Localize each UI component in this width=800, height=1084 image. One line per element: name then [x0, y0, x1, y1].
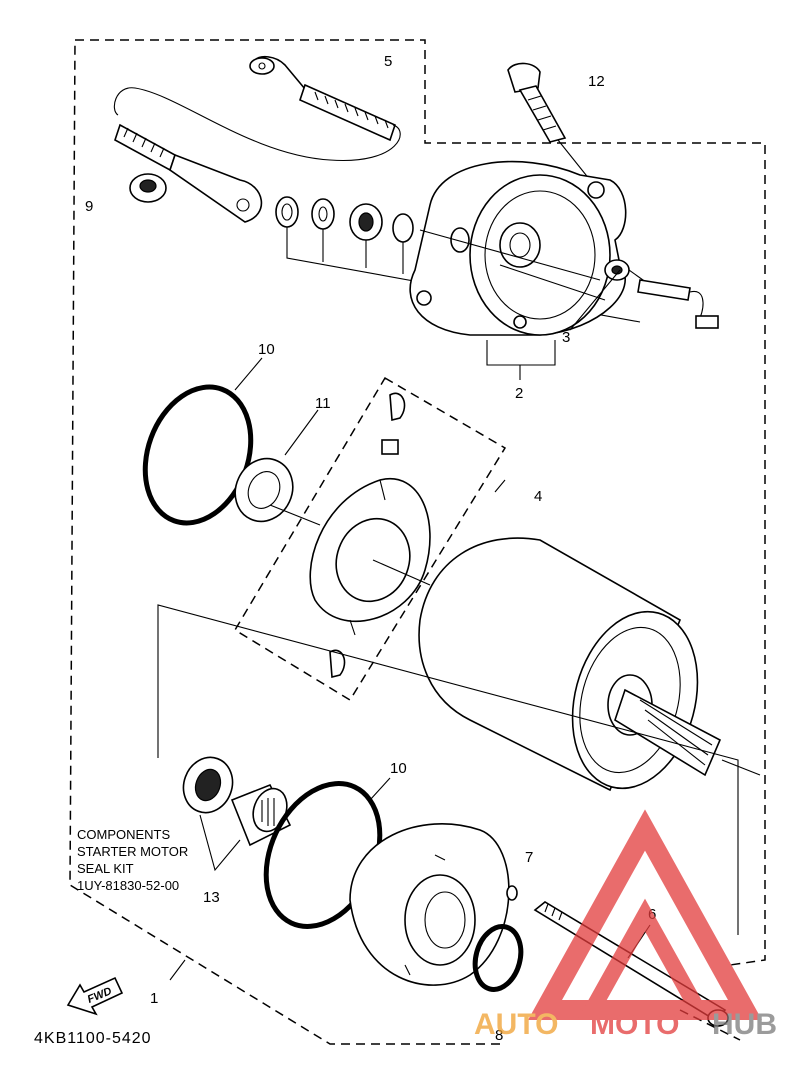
callout-10-upper: 10 — [258, 341, 275, 358]
note-line-3: SEAL KIT — [77, 861, 134, 876]
lower-group-boundary — [157, 604, 739, 935]
note-line-4: 1UY-81830-52-00 — [77, 878, 180, 893]
callout-13: 13 — [203, 889, 220, 906]
yoke-armature — [418, 537, 761, 792]
watermark-hub: HUB — [712, 1008, 777, 1041]
part-8-oring — [472, 924, 524, 992]
callout-10-lower: 10 — [390, 760, 407, 777]
part-7-small-oring — [506, 885, 518, 901]
part-13-seal-bearing — [182, 756, 292, 872]
drawing-code: 4KB1100-5420 — [34, 1030, 152, 1047]
callout-4: 4 — [534, 488, 542, 505]
part-4-brush-plate-group — [233, 376, 507, 702]
callout-9: 9 — [85, 198, 93, 215]
components-note: COMPONENTS STARTER MOTOR SEAL KIT 1UY-81… — [77, 826, 188, 894]
note-line-2: STARTER MOTOR — [77, 844, 189, 859]
watermark-moto: MOTO — [590, 1008, 679, 1041]
note-line-1: COMPONENTS — [77, 827, 171, 842]
callout-7: 7 — [525, 849, 533, 866]
assembly-boundary — [69, 39, 766, 1045]
callout-1: 1 — [150, 990, 158, 1007]
callout-5: 5 — [384, 53, 392, 70]
callout-8: 8 — [495, 1027, 503, 1044]
front-bracket — [349, 823, 510, 986]
part-5-lead-wire — [113, 55, 401, 223]
front-cover-housing — [409, 160, 651, 336]
part-1-leader — [169, 959, 186, 981]
callout-2: 2 — [515, 385, 523, 402]
washer-seal-row — [275, 196, 641, 323]
callout-11: 11 — [315, 395, 331, 412]
fwd-arrow-icon: FWD — [66, 976, 124, 1016]
part-9-nut — [129, 173, 167, 203]
part-12-bolt — [507, 62, 591, 181]
automotohub-watermark-logo: AUTO MOTO HUB — [474, 809, 777, 1041]
part-11-washer — [234, 409, 319, 523]
watermark-auto: AUTO — [474, 1008, 558, 1041]
callout-12: 12 — [588, 73, 605, 90]
leader-lines-2-3 — [419, 229, 621, 380]
brush-terminal-lead — [637, 279, 719, 329]
callout-3: 3 — [562, 329, 570, 346]
